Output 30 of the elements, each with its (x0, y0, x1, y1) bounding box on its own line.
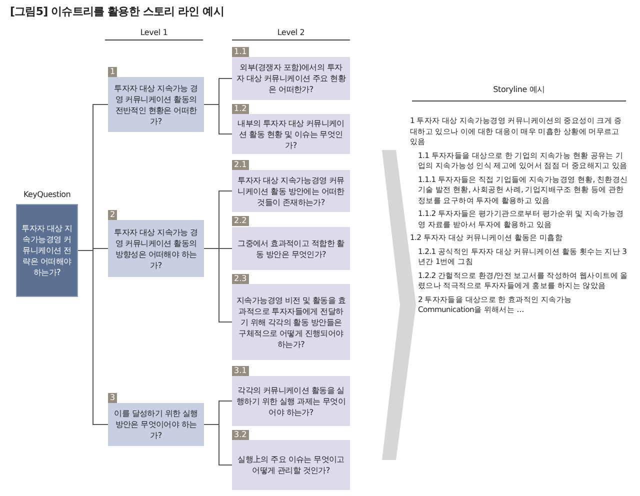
number-tab: 2.2 (232, 216, 249, 226)
question-box: 투자자 대상 지속가능 경영 커뮤니케이션 활동의 전반적인 현황은 어떠한가? (108, 77, 204, 132)
number-tab: 2.3 (232, 274, 249, 284)
question-box: 투자자 대상 지속가능경영 커뮤니케이션 활동 방안에는 어떠한 것들이 존재하는가? (232, 170, 350, 212)
column-heading: Level 2 (276, 28, 306, 37)
question-box: 실행上의 주요 이슈는 무엇이고 어떻게 관리할 것인가? (232, 440, 350, 490)
question-box: 지속가능경영 비전 및 활동을 효과적으로 투자자들에게 전달하기 위해 각각의 활동 방안들은 구체적으로 어떻게 진행되어야 하는가? (232, 284, 350, 360)
title: [그림5] 이슈트리를 활용한 스토리 라인 예시 (10, 4, 224, 19)
number-tab: 2 (108, 210, 118, 220)
number-tab: 3.2 (232, 430, 249, 440)
heading: KeyQuestion (22, 190, 72, 200)
number-tab: 1 (108, 67, 118, 77)
connector-line (204, 424, 232, 466)
key-question-box: 투자자 대상 지속가능경영 커뮤니케이션 전략은 어떠해야 하는가? (16, 204, 78, 297)
number-tab: 1.1 (232, 47, 249, 57)
number-tab: 3 (108, 393, 118, 403)
question-box: 외부(경쟁자 포함)에서의 투자자 대상 커뮤니케이션 주요 현황은 어떠한가? (232, 57, 350, 100)
connector-line (78, 250, 108, 425)
connector-line (204, 104, 232, 134)
column-heading: Level 1 (139, 28, 169, 37)
question-box: 내부의 투자자 대상 커뮤니케이션 활동 현황 및 이슈는 무엇인가? (232, 114, 350, 154)
question-box: 그중에서 효과적이고 적합한 활동 방안은 무엇인가? (232, 227, 350, 270)
number-tab: 2.1 (232, 160, 249, 170)
question-box: 각각의 커뮤니케이션 활동을 실행하기 위한 실행 과제는 무엇이어야 하는가? (232, 376, 350, 426)
question-box: 투자자 대상 지속가능 경영 커뮤니케이션 활동의 방향성은 어떠해야 하는가? (108, 220, 204, 277)
column-heading: Storyline 예시 (492, 84, 546, 95)
number-tab: 3.1 (232, 366, 249, 376)
question-box: 이를 달성하기 위한 실행 방안은 무엇이어야 하는가? (108, 403, 204, 446)
number-tab: 1.2 (232, 104, 249, 114)
connector-line (204, 248, 232, 322)
